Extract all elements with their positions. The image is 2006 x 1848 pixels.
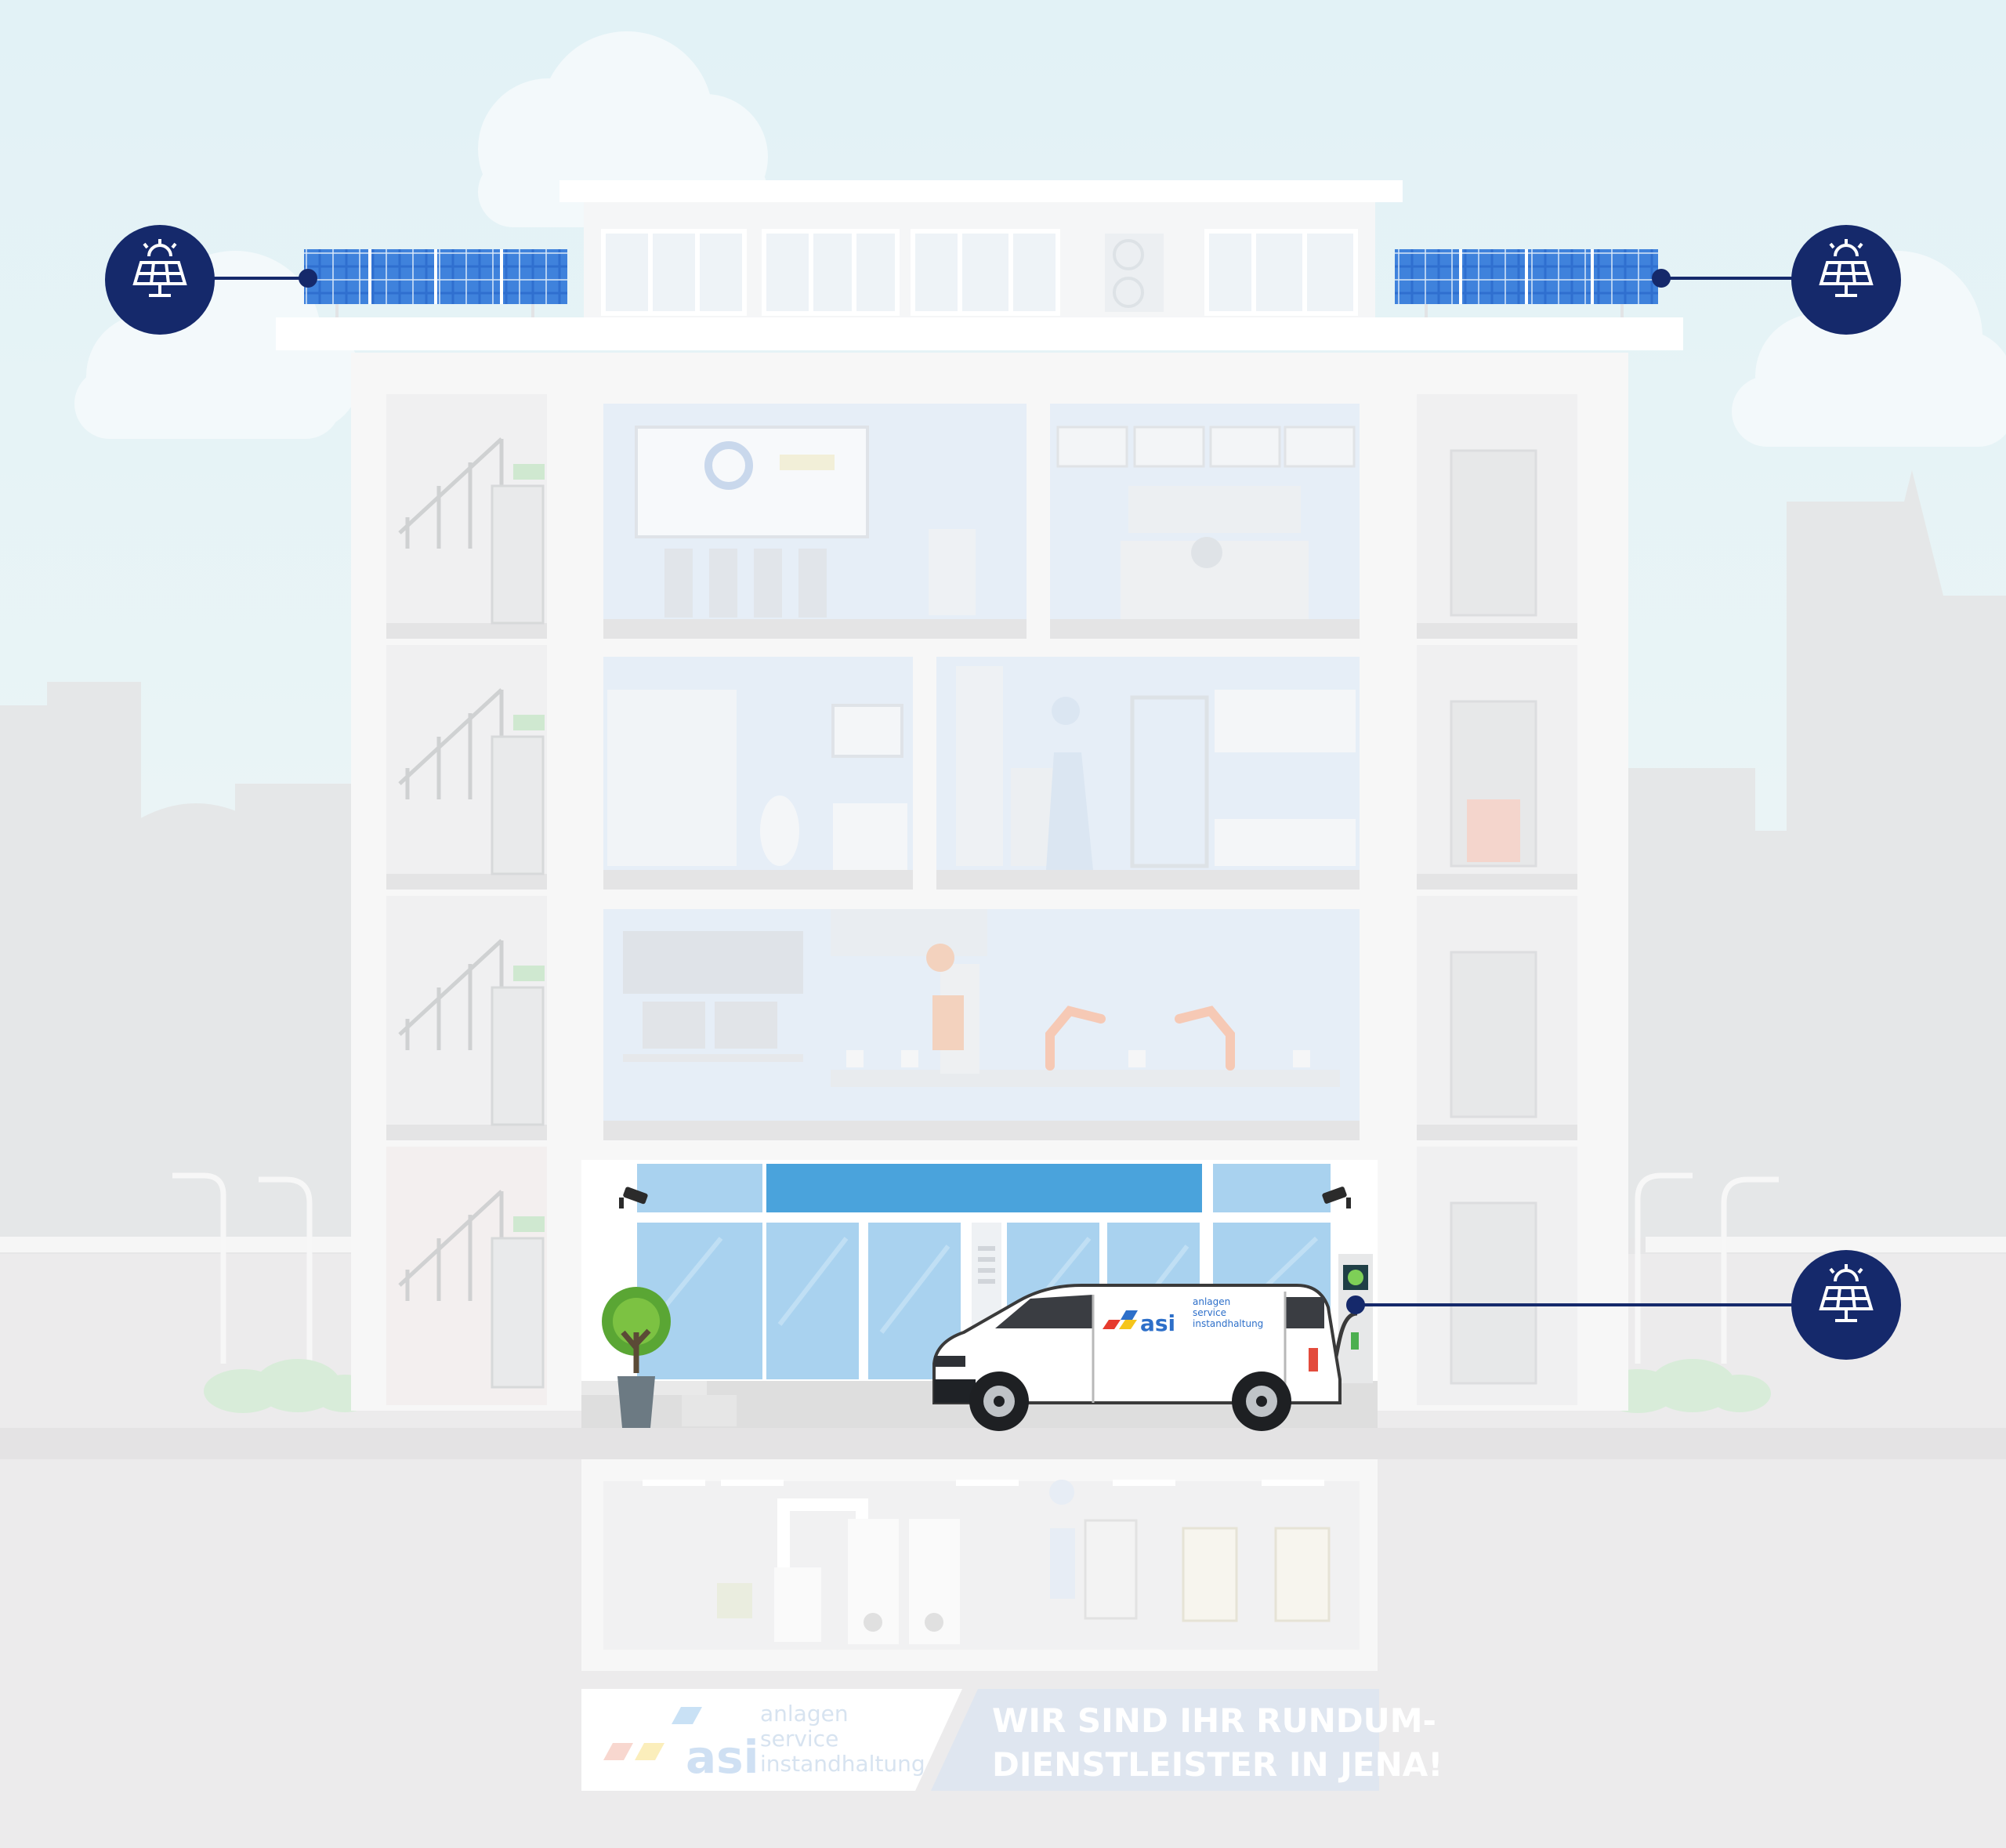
solar-panels-right	[1395, 249, 1658, 317]
floor-4	[603, 404, 1360, 639]
city-skyline	[0, 470, 2006, 1254]
street-lamps	[172, 1172, 1779, 1364]
service-van	[932, 1284, 1342, 1431]
solar-panel-icon	[1819, 1264, 1874, 1322]
floor-2	[603, 909, 1360, 1140]
hotspot-solar-right[interactable]	[1791, 225, 1901, 335]
roof-slab	[276, 317, 1683, 350]
stairwell	[386, 394, 547, 1405]
hotspot-ev-charger[interactable]	[1791, 1250, 1901, 1360]
van-logo-wordmark: asi	[1140, 1310, 1175, 1336]
footer-logo-line3: instandhaltung	[760, 1751, 925, 1777]
hotspot-solar-left[interactable]	[105, 225, 215, 335]
hotspot-connectors	[212, 269, 1794, 1314]
ac-units	[1105, 234, 1164, 312]
van-logo-line3: instandhaltung	[1193, 1318, 1263, 1329]
slogan-line2: DIENSTLEISTER IN JENA!	[992, 1745, 1443, 1784]
ev-charger	[1333, 1254, 1373, 1383]
floor-3	[603, 657, 1360, 890]
solar-panel-icon	[1819, 239, 1874, 297]
penthouse-roof	[559, 180, 1403, 202]
slogan-banner: WIR SIND IHR RUNDUM- DIENSTLEISTER IN JE…	[931, 1689, 1443, 1791]
street-band	[0, 1428, 2006, 1459]
penthouse-windows	[601, 229, 1358, 316]
side-walls	[0, 1237, 360, 1252]
footer-logo-wordmark: asi	[686, 1730, 759, 1784]
elevator-shaft	[1417, 394, 1577, 1405]
cctv-cameras	[619, 1187, 1351, 1208]
slogan-line1: WIR SIND IHR RUNDUM-	[992, 1701, 1436, 1740]
footer-logo-line2: service	[760, 1726, 838, 1752]
footer-logo-banner: asi anlagen service instandhaltung	[581, 1689, 962, 1791]
van-logo-line2: service	[1193, 1307, 1226, 1318]
solar-panels-left	[304, 249, 567, 317]
side-wall-right	[1646, 1237, 2006, 1252]
basement	[581, 1459, 1378, 1671]
footer-logo-line1: anlagen	[760, 1701, 849, 1727]
potted-plant	[602, 1287, 671, 1428]
van-logo-line1: anlagen	[1193, 1296, 1230, 1307]
solar-panel-icon	[132, 239, 187, 297]
bushes	[204, 1359, 1771, 1413]
van-logo: asi anlagen service instandhaltung	[1103, 1296, 1263, 1336]
